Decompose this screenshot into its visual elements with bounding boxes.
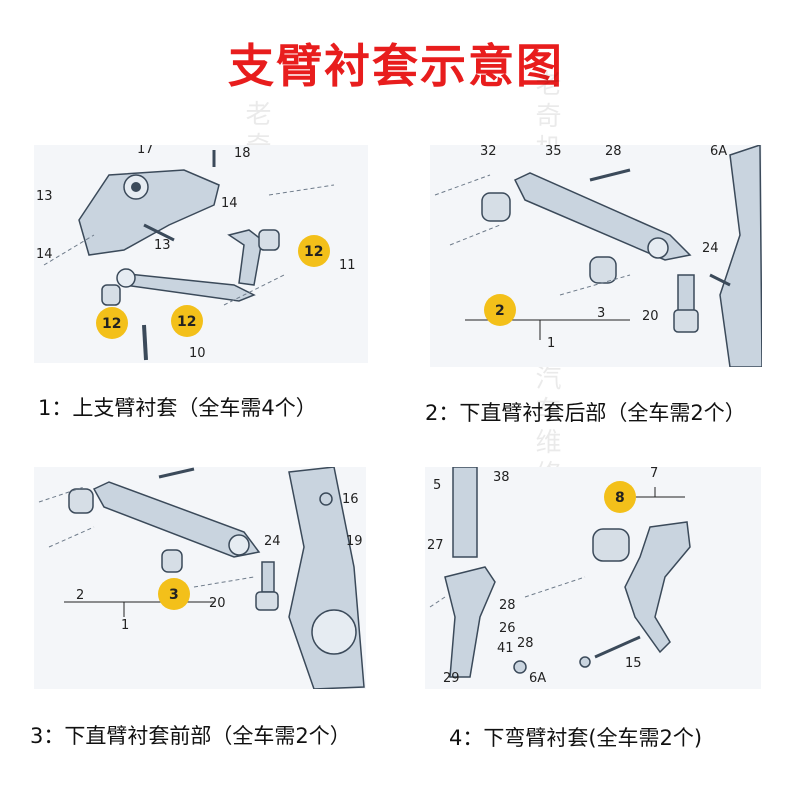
part-label: 2	[76, 588, 84, 603]
badge-label: 2	[495, 303, 505, 319]
badge-label: 3	[169, 587, 179, 603]
part-label: 5	[433, 478, 441, 493]
part-label: 16	[342, 492, 359, 507]
part-label: 14	[36, 247, 53, 262]
part-label: 3	[597, 306, 605, 321]
part-label: 10	[189, 346, 206, 361]
part-label: 41	[497, 641, 514, 656]
part-label: 17	[137, 145, 154, 157]
badge-label: 12	[304, 244, 323, 260]
part-label: 38	[493, 470, 510, 485]
part-label: 18	[234, 146, 251, 161]
part-label: 19	[346, 534, 363, 549]
highlight-badge	[158, 578, 190, 610]
badge-label: 12	[177, 314, 196, 330]
part-label: 15	[625, 656, 642, 671]
highlight-badge	[298, 235, 330, 267]
highlight-badge	[171, 305, 203, 337]
diagram-panel-2: 32 35 28 6A 24 20 3 1 2	[430, 145, 762, 367]
lower-straight-arm-front-diagram: 16 19 24 20 2 1 3	[38, 467, 365, 689]
highlight-badge	[604, 481, 636, 513]
part-label: 35	[545, 145, 562, 159]
caption-4: 4：下弯臂衬套(全车需2个)	[449, 726, 703, 750]
diagram-panel-4: 5 38 27 28 26 41 28 29 6A 15 7 8	[425, 467, 761, 689]
highlight-badge	[96, 307, 128, 339]
caption-1: 1：上支臂衬套（全车需4个）	[38, 396, 317, 420]
lower-straight-arm-rear-diagram: 32 35 28 6A 24 20 3 1 2	[434, 145, 762, 367]
caption-2: 2：下直臂衬套后部（全车需2个）	[425, 401, 746, 425]
part-label: 29	[443, 671, 460, 686]
page-title: 支臂衬套示意图	[228, 39, 564, 93]
part-label: 6A	[529, 671, 546, 686]
badge-label: 12	[102, 316, 121, 332]
part-label: 14	[221, 196, 238, 211]
part-label: 32	[480, 145, 497, 159]
part-label: 13	[36, 189, 53, 204]
part-label: 28	[517, 636, 534, 651]
part-label: 28	[499, 598, 516, 613]
upper-arm-diagram: 17 18 13 14 13 14 11 10 12 12 12	[36, 145, 356, 361]
caption-3: 3：下直臂衬套前部（全车需2个）	[30, 724, 351, 748]
part-label: 1	[547, 336, 555, 351]
part-label: 13	[154, 238, 171, 253]
part-label: 7	[650, 467, 658, 481]
part-label: 24	[702, 241, 719, 256]
part-label: 26	[499, 621, 516, 636]
part-label: 11	[339, 258, 356, 273]
part-label: 6A	[710, 145, 727, 159]
diagram-panel-3: 16 19 24 20 2 1 3	[34, 467, 366, 689]
highlight-badge	[484, 294, 516, 326]
part-label: 20	[642, 309, 659, 324]
diagram-panel-1: 17 18 13 14 13 14 11 10 12 12 12	[34, 145, 368, 363]
lower-curved-arm-diagram: 5 38 27 28 26 41 28 29 6A 15 7 8	[427, 467, 691, 686]
part-label: 20	[209, 596, 226, 611]
badge-label: 8	[615, 490, 625, 506]
part-label: 24	[264, 534, 281, 549]
part-label: 27	[427, 538, 444, 553]
part-label: 28	[605, 145, 622, 159]
part-label: 1	[121, 618, 129, 633]
